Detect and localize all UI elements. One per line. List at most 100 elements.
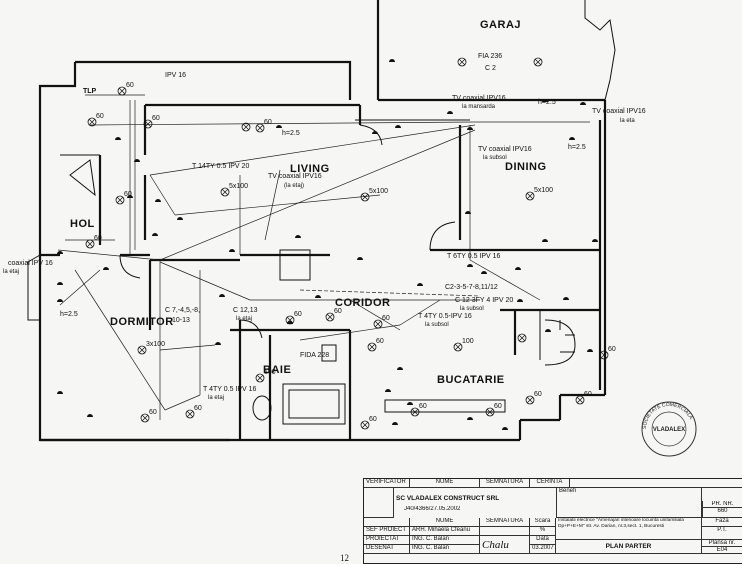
note-h25-c: h=2.5 xyxy=(282,130,300,137)
tb-scara-label: Scara xyxy=(530,518,556,527)
fixture-label: 5x100 xyxy=(534,187,553,194)
socket-icon xyxy=(57,391,63,394)
tb-semnatura-1: SEMNATURA xyxy=(480,479,530,488)
tb-nume-2: NUME xyxy=(410,518,480,527)
socket-icon xyxy=(357,257,363,260)
tb-signature: Chalu xyxy=(480,536,530,554)
note-la-etaj-cor: la etaj xyxy=(236,316,252,322)
socket-icon xyxy=(372,131,378,134)
note-c2-list: C2-3-5-7-8,11/12 xyxy=(445,284,498,291)
tb-plansa: E04 xyxy=(702,547,742,554)
tb-pr-nr-label: PR. NR. xyxy=(702,501,742,508)
socket-icon xyxy=(542,239,548,242)
fixture-label: 60 xyxy=(369,416,377,423)
socket-icon xyxy=(587,349,593,352)
note-la-etaj-living: (la etaj) xyxy=(284,183,304,189)
socket-icon xyxy=(295,235,301,238)
socket-icon xyxy=(177,217,183,220)
note-ty-dormitor: T 4TY 0.5 IPV 16 xyxy=(203,386,257,393)
lamp-fixture-icon: 3x100 xyxy=(137,341,165,355)
note-c-list-2: 10-13 xyxy=(172,317,190,324)
socket-icon xyxy=(392,422,398,425)
tb-sig-1 xyxy=(480,527,530,536)
socket-icon xyxy=(465,211,471,214)
socket-icon xyxy=(545,329,551,332)
socket-icon xyxy=(517,299,523,302)
socket-icon xyxy=(315,295,321,298)
lamp-fixture-icon: 60 xyxy=(255,119,272,133)
stamp-text-top: VLADALEX xyxy=(653,427,685,433)
note-tv-subsol: TV coaxial IPV16 xyxy=(478,146,532,153)
fixture-label: 5x100 xyxy=(229,183,248,190)
note-fia236: FIA 236 xyxy=(478,53,502,60)
lamp-fixture-icon: 5x100 xyxy=(360,188,388,202)
note-ty-coridor: T 6TY 0.5 IPV 16 xyxy=(447,253,501,260)
note-h25-b: h=2.5 xyxy=(568,144,586,151)
fixture-label: 60 xyxy=(584,391,592,398)
note-h25-d: h=2.5 xyxy=(60,311,78,318)
tb-reg: J40/4366/27.05.2002 xyxy=(404,506,461,512)
room-labels: GARAJ LIVING DINING HOL CORIDOR DORMITOR… xyxy=(70,19,547,386)
fixture-label: 60 xyxy=(608,346,616,353)
note-tv-mansarda: TV coaxial IPV16 xyxy=(452,95,506,102)
room-label-baie: BAIE xyxy=(263,364,291,376)
walls xyxy=(27,0,616,442)
tb-faza: P.T. xyxy=(702,527,742,540)
room-label-hol: HOL xyxy=(70,218,95,230)
lamp-fixture-icon: 60 xyxy=(115,191,132,205)
fixture-label: 60 xyxy=(294,311,302,318)
note-tv-etaj: TV coaxial IPV16 xyxy=(268,173,322,180)
lamp-fixture-icon: 5x100 xyxy=(525,187,553,201)
fixture-label: 60 xyxy=(382,315,390,322)
note-coaxial-left: coaxial IPV 16 xyxy=(8,260,53,267)
socket-icon xyxy=(395,125,401,128)
socket-icon xyxy=(287,321,293,324)
fixture-label: 60 xyxy=(194,405,202,412)
lamp-fixture-icon: 60 xyxy=(143,115,160,129)
socket-icon xyxy=(515,267,521,270)
tb-data: 03.2007 xyxy=(530,545,556,554)
lamp-fixture-icon: 60 xyxy=(117,82,134,96)
room-label-living: LIVING xyxy=(290,163,330,175)
socket-icon xyxy=(467,417,473,420)
lamp-fixture-icon: 100 xyxy=(255,369,276,383)
lamp-fixture-icon: 60 xyxy=(185,405,202,419)
note-c12-3fy: C 12 3FY 4 IPV 20 xyxy=(455,297,513,304)
socket-icon xyxy=(155,199,161,202)
tb-desenat-name: ING. C. Balan xyxy=(410,545,480,554)
fixture-label: 60 xyxy=(376,338,384,345)
tb-sef-name: ARH. Mihaela Cfeanu xyxy=(410,527,480,536)
socket-icon xyxy=(57,282,63,285)
socket-icon xyxy=(542,99,548,102)
lamp-fixture-icon: 60 xyxy=(87,113,104,127)
room-label-dining: DINING xyxy=(505,161,547,173)
socket-icon xyxy=(115,137,121,140)
lamp-fixture-icon xyxy=(517,333,527,343)
fixture-label: 60 xyxy=(124,191,132,198)
socket-icon xyxy=(219,294,225,297)
lamp-fixture-icon: 60 xyxy=(140,409,157,423)
lamp-fixture-icon: 60 xyxy=(575,391,592,405)
fixture-label: 60 xyxy=(126,82,134,89)
tb-firm: SC VLADALEX CONSTRUCT SRL xyxy=(396,495,500,502)
socket-icon xyxy=(127,195,133,198)
socket-icon xyxy=(563,297,569,300)
note-la-subsol-top: la subsol xyxy=(483,155,507,161)
title-block: VERIFICATOR NUME SEMNATURA CERINTA SC VL… xyxy=(363,478,742,564)
lamp-fixture-icon xyxy=(533,57,543,67)
lamp-fixture-icon: 60 xyxy=(485,403,502,417)
room-label-coridor: CORIDOR xyxy=(335,297,390,309)
lamp-fixture-icon: 100 xyxy=(453,338,474,352)
tb-blank-top xyxy=(570,479,742,488)
note-h25-a: h=2.5 xyxy=(538,99,556,106)
fixture-label: 100 xyxy=(462,338,474,345)
tb-plan: PLAN PARTER xyxy=(556,540,702,554)
tb-semnatura-2: SEMNATURA xyxy=(480,518,530,527)
note-la-subsol-low: la subsol xyxy=(425,322,449,328)
socket-icon xyxy=(569,137,575,140)
tb-cerinta: CERINTA xyxy=(530,479,570,488)
svg-text:SOCIETATE COMERCIALA: SOCIETATE COMERCIALA xyxy=(642,402,694,429)
lamp-fixture-icon: 60 xyxy=(599,346,616,360)
note-la-etaj-left: la etaj xyxy=(3,269,19,275)
